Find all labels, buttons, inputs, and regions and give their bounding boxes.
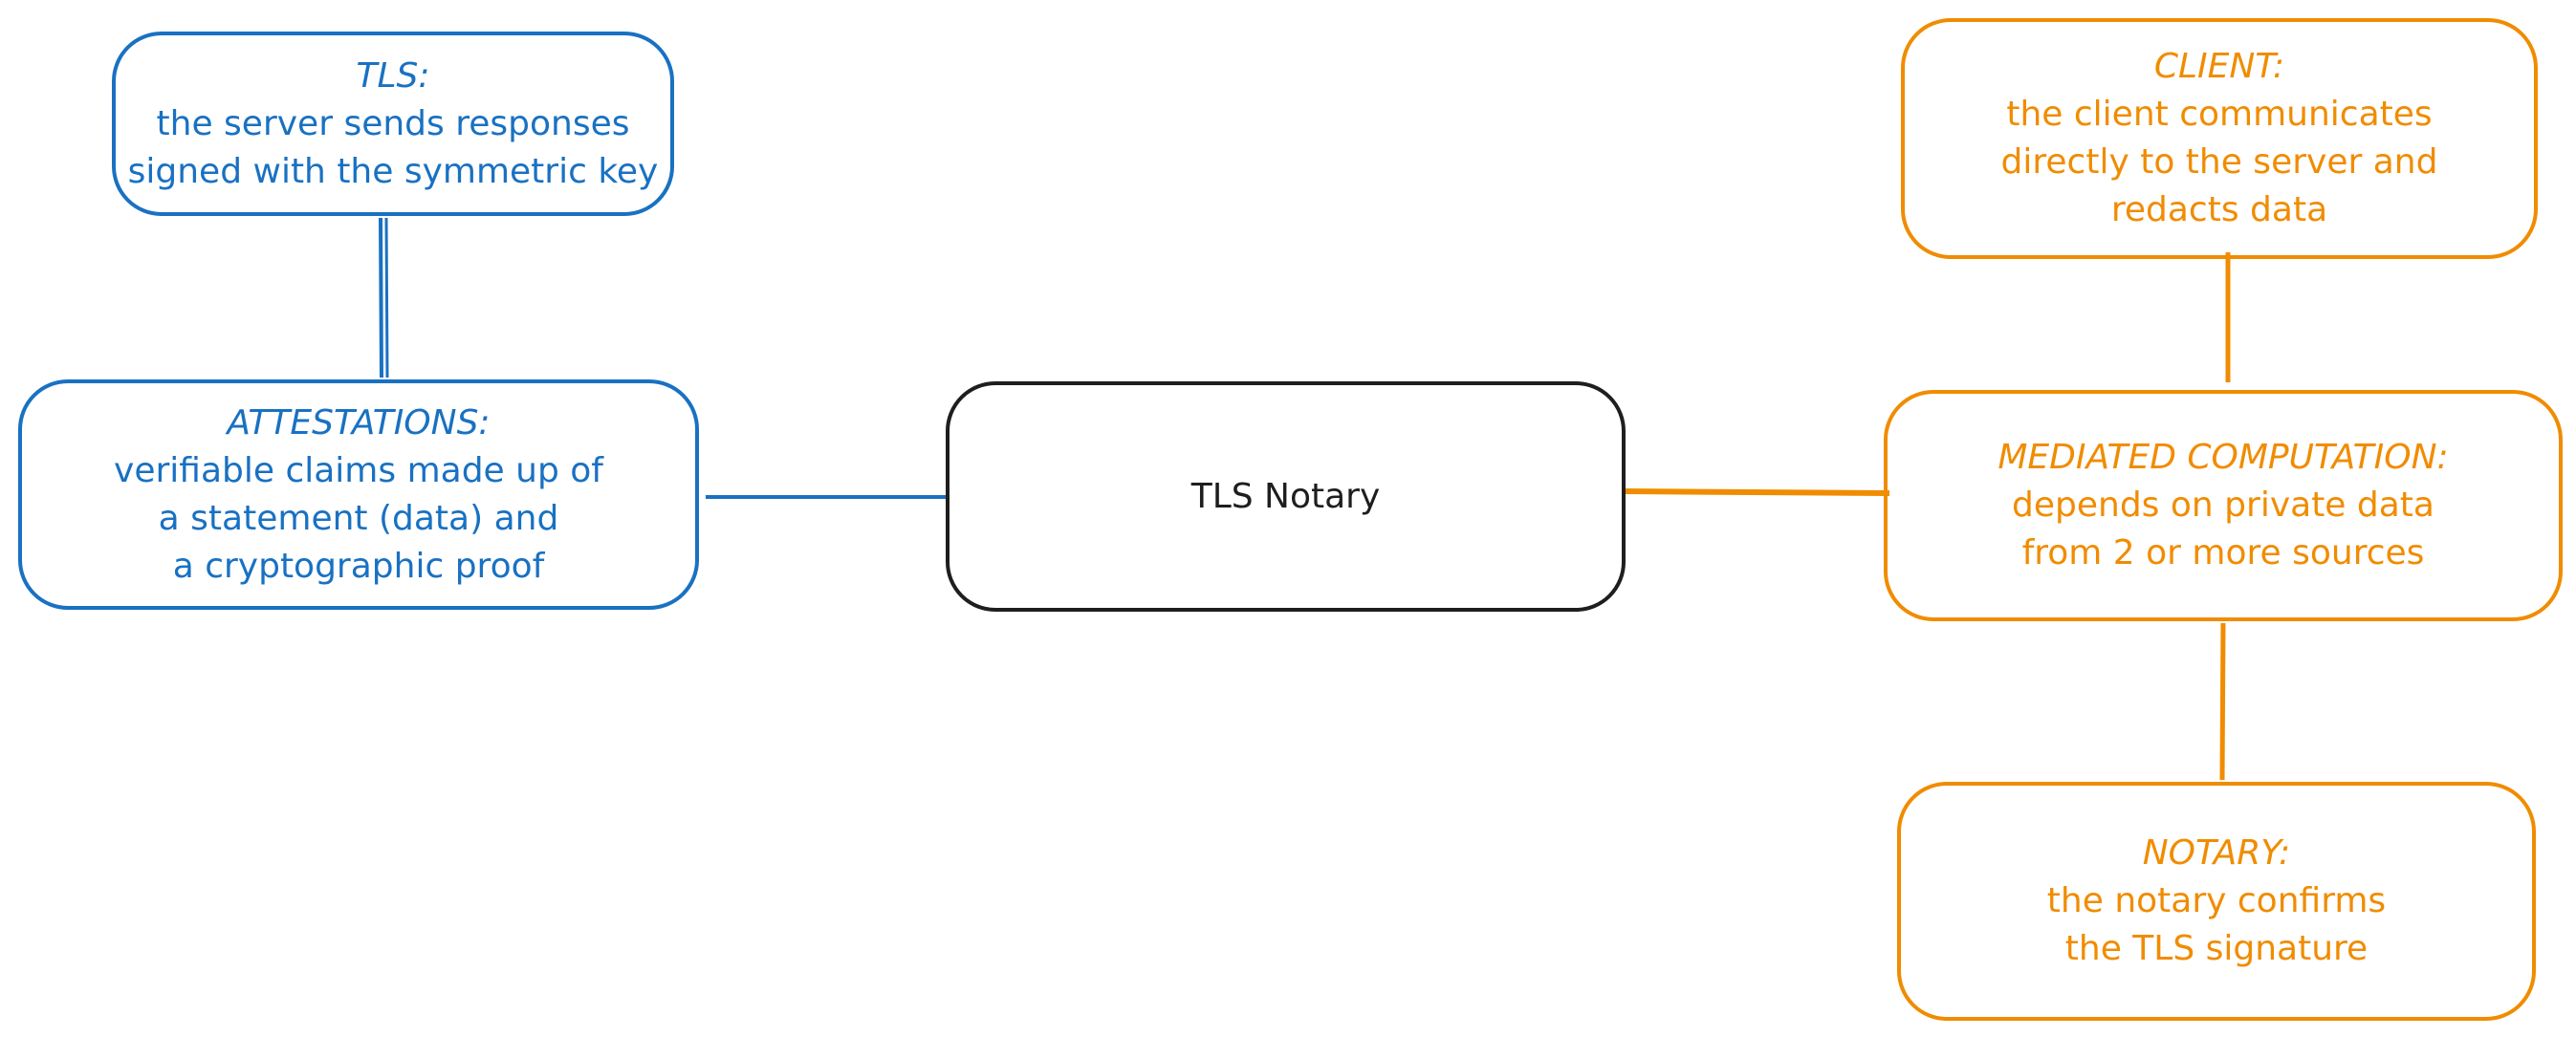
connector-mediated-notary: [2219, 622, 2226, 781]
client-line-2: directly to the server and: [2000, 142, 2438, 182]
attestations-line-2: a statement (data) and: [158, 498, 559, 538]
notary-line-1: the notary confirms: [2046, 881, 2387, 920]
mediated-computation-node[interactable]: MEDIATED COMPUTATION: depends on private…: [1884, 390, 2563, 621]
notary-node[interactable]: NOTARY: the notary confirms the TLS sign…: [1897, 782, 2536, 1021]
attestations-line-1: verifiable claims made up of: [114, 450, 603, 490]
tls-line-2: signed with the symmetric key: [127, 151, 659, 191]
attestations-line-3: a cryptographic proof: [172, 546, 545, 586]
attestations-heading: ATTESTATIONS:: [227, 402, 491, 443]
center-node[interactable]: TLS Notary: [946, 381, 1626, 612]
mediated-line-1: depends on private data: [2012, 486, 2434, 525]
mediated-line-2: from 2 or more sources: [2021, 533, 2425, 573]
connector-tls-attestations: [379, 217, 383, 378]
connector-tls-attestations-double: [384, 217, 389, 378]
mediated-heading: MEDIATED COMPUTATION:: [1997, 438, 2449, 477]
connector-center-mediated: [1625, 488, 1890, 496]
tls-line-1: the server sends responses: [156, 103, 630, 143]
center-label: TLS Notary: [1190, 476, 1381, 516]
client-line-3: redacts data: [2110, 190, 2328, 229]
client-node[interactable]: CLIENT: the client communicates directly…: [1901, 18, 2538, 259]
notary-heading: NOTARY:: [2142, 833, 2291, 873]
attestations-node[interactable]: ATTESTATIONS: verifiable claims made up …: [18, 379, 699, 610]
tls-heading: TLS:: [356, 55, 430, 96]
tls-node[interactable]: TLS: the server sends responses signed w…: [112, 32, 674, 216]
client-heading: CLIENT:: [2153, 47, 2285, 86]
notary-line-2: the TLS signature: [2064, 929, 2369, 968]
client-line-1: the client communicates: [2006, 95, 2433, 134]
